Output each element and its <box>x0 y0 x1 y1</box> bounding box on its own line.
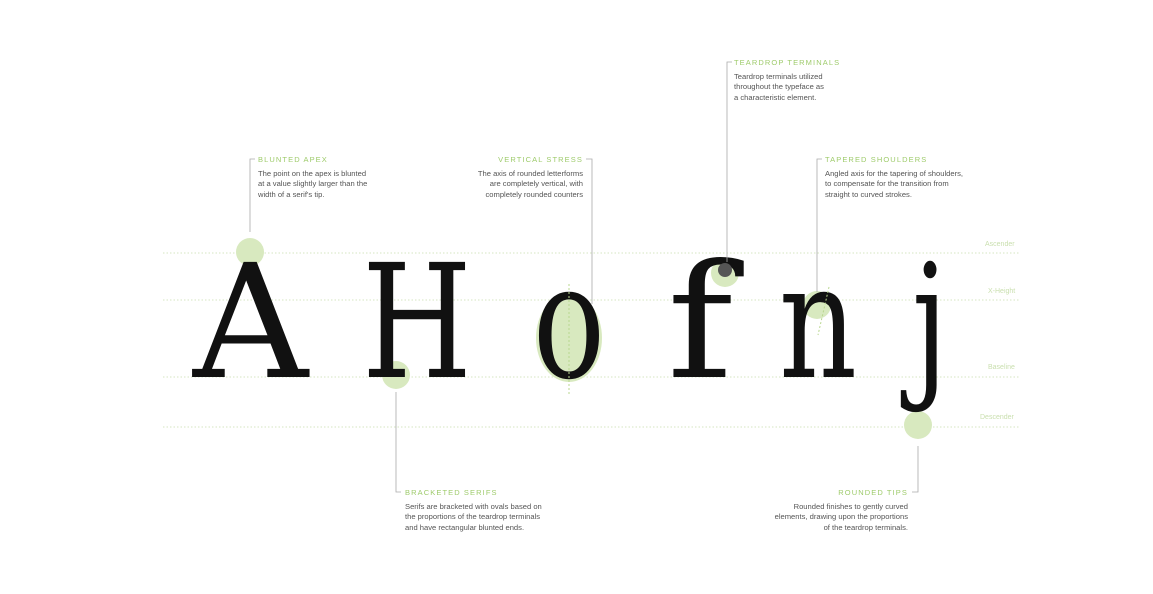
annotation-title: ROUNDED TIPS <box>838 488 908 497</box>
annotation-title: VERTICAL STRESS <box>498 155 583 164</box>
annotation-title: TAPERED SHOULDERS <box>825 155 928 164</box>
annotation-line: The point on the apex is blunted <box>258 169 367 178</box>
annotation-line: the proportions of the teardrop terminal… <box>405 512 541 522</box>
annotation-title: BLUNTED APEX <box>258 155 328 164</box>
annotation-line: Angled axis for the tapering of shoulder… <box>825 169 964 178</box>
apex-leader <box>249 158 255 232</box>
annotation-body: The axis of rounded letterforms are comp… <box>478 169 583 200</box>
annotation-rounded-tips: ROUNDED TIPS Rounded finishes to gently … <box>775 488 908 533</box>
ascender-label: Ascender <box>985 241 1015 248</box>
annotation-line: elements, drawing upon the proportions <box>774 512 908 522</box>
glyph-n: n <box>779 228 857 415</box>
glyph-j: j <box>900 231 948 415</box>
annotation-line: straight to curved strokes. <box>825 189 912 199</box>
annotation-body: The point on the apex is blunted at a va… <box>258 169 367 200</box>
apex-highlight <box>236 238 264 266</box>
annotation-line: of the teardrop terminals. <box>823 522 908 532</box>
shoulder-leader <box>816 158 822 292</box>
annotation-line: throughout the typeface as <box>734 82 824 92</box>
stress-leader <box>586 158 593 304</box>
annotation-line: and have rectangular blunted ends. <box>405 522 525 532</box>
annotation-line: a characteristic element. <box>734 92 817 102</box>
annotation-title: BRACKETED SERIFS <box>405 488 498 497</box>
serif-leader <box>395 392 401 493</box>
shoulder-axis-line <box>817 286 830 336</box>
annotation-line: are completely vertical, with <box>489 179 583 189</box>
shoulder-highlight <box>803 291 831 319</box>
annotation-title: TEARDROP TERMINALS <box>734 58 841 67</box>
annotation-body: Rounded finishes to gently curved elemen… <box>775 502 908 533</box>
annotation-line: Teardrop terminals utilized <box>734 72 823 81</box>
annotation-line: The axis of rounded letterforms <box>477 169 583 178</box>
descender-label: Descender <box>980 414 1014 421</box>
xheight-label: X-Height <box>988 288 1016 295</box>
annotation-line: to compensate for the transition from <box>825 179 949 189</box>
annotation-tapered-shoulders: TAPERED SHOULDERS Angled axis for the ta… <box>825 155 963 200</box>
annotation-blunted-apex: BLUNTED APEX The point on the apex is bl… <box>258 155 367 200</box>
annotation-line: completely rounded counters <box>485 189 583 199</box>
teardrop-terminal-dot <box>718 263 732 277</box>
glyph-A: A <box>192 231 310 415</box>
annotation-line: Rounded finishes to gently curved <box>793 502 908 511</box>
baseline-label: Baseline <box>988 364 1015 371</box>
annotation-body: Teardrop terminals utilized throughout t… <box>734 72 840 103</box>
annotation-line: at a value slightly larger than the <box>258 179 368 189</box>
annotation-line: width of a serif's tip. <box>258 189 325 199</box>
tip-highlight <box>904 411 932 439</box>
annotation-teardrop-terminals: TEARDROP TERMINALS Teardrop terminals ut… <box>734 58 840 103</box>
annotation-body: Angled axis for the tapering of shoulder… <box>825 169 963 200</box>
tip-leader <box>912 446 919 493</box>
guide-lines <box>163 252 1020 428</box>
serif-highlight <box>382 361 410 389</box>
annotation-body: Serifs are bracketed with ovals based on… <box>405 502 542 533</box>
glyph-H: H <box>362 231 472 415</box>
annotation-bracketed-serifs: BRACKETED SERIFS Serifs are bracketed wi… <box>405 488 542 533</box>
annotation-line: Serifs are bracketed with ovals based on <box>405 502 542 511</box>
glyph-f: f <box>667 231 744 415</box>
leader-lines <box>249 61 919 493</box>
teardrop-leader <box>726 61 732 262</box>
annotation-vertical-stress: VERTICAL STRESS The axis of rounded lett… <box>478 155 583 200</box>
